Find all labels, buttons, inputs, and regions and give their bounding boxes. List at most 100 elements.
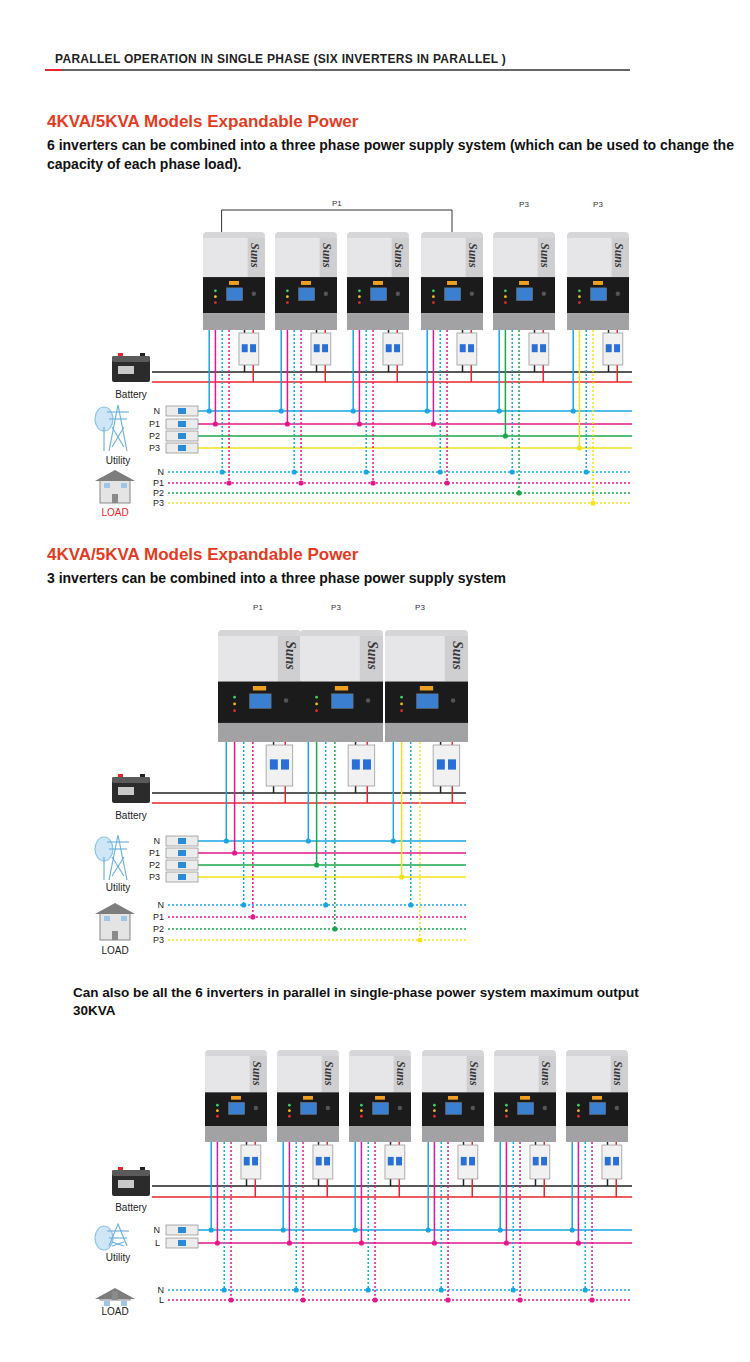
house-body (100, 479, 130, 503)
breaker-toggle (388, 1157, 394, 1166)
ac-input-wire (352, 330, 354, 411)
inverter-led (286, 295, 289, 298)
dc-wire (543, 1179, 545, 1197)
dc-breaker (529, 333, 549, 365)
junction-dot (517, 1297, 522, 1302)
bus-label: P1 (153, 478, 164, 488)
parallel-link (222, 210, 452, 232)
inverter-unit: Suns (300, 630, 383, 742)
dc-wire (440, 742, 442, 745)
inverter-unit: Suns (218, 630, 301, 742)
brand-logo: Suns (364, 641, 380, 670)
section-description: 6 inverters can be combined into a three… (47, 136, 737, 174)
inverter-base (385, 723, 468, 742)
inverter-screen (332, 694, 354, 709)
dc-wire (616, 330, 618, 333)
inverter-led (504, 301, 507, 304)
inverter-silver (347, 238, 409, 277)
pylon-brace (112, 1242, 124, 1246)
house-door (112, 931, 118, 940)
inverter-led (315, 703, 318, 706)
bus-label: L (155, 1238, 160, 1248)
inverter-logo (301, 281, 311, 285)
utility-breaker (166, 848, 198, 858)
junction-dot (215, 1240, 220, 1245)
inverter-unit: Suns (567, 232, 629, 330)
inverter-silver (205, 1056, 267, 1092)
inverter-button (470, 292, 474, 296)
dc-wire (318, 1179, 320, 1186)
load-bus (168, 482, 632, 484)
ac-output-wire (243, 742, 245, 905)
inverter-led (286, 289, 289, 292)
inverter-screen (518, 1102, 534, 1114)
dc-wire (367, 786, 369, 803)
breaker-toggle (394, 344, 400, 352)
dc-wire (543, 1142, 545, 1145)
utility-bus (198, 1242, 632, 1244)
pylon-arm (109, 848, 127, 849)
utility-bus (198, 876, 466, 878)
ac-output-wire (302, 1142, 304, 1300)
breaker-toggle (178, 421, 186, 427)
inverter-led (288, 1115, 291, 1118)
junction-dot (306, 838, 311, 843)
header-rule (45, 69, 630, 71)
junction-dot (444, 480, 449, 485)
ac-input-wire (287, 330, 289, 424)
dc-wire (535, 1179, 537, 1186)
inverter-side (539, 1056, 556, 1092)
battery-icon (112, 1167, 150, 1196)
ac-output-wire (228, 330, 230, 483)
ac-input-wire (308, 742, 310, 841)
load-house-icon (95, 1288, 135, 1306)
inverter-led (233, 696, 236, 699)
inverter-screen (591, 288, 607, 301)
house-door (112, 1291, 118, 1300)
inverter-button (324, 292, 328, 296)
inverter-screen (445, 288, 461, 301)
junction-dot (408, 902, 413, 907)
inverter-base (300, 723, 383, 742)
inverter-logo (447, 281, 457, 285)
ac-input-wire (434, 1142, 436, 1243)
junction-dot (281, 1227, 286, 1232)
ac-output-wire (519, 1142, 521, 1300)
ac-input-wire (498, 330, 500, 411)
inverter-led (358, 295, 361, 298)
breaker-toggle (363, 759, 371, 769)
inverter-led (578, 295, 581, 298)
inverter-silver (493, 238, 555, 277)
inverter-base (218, 723, 301, 742)
house-door (112, 494, 118, 503)
brand-logo: Suns (394, 1061, 408, 1086)
brand-logo: Suns (282, 641, 298, 670)
inverter-led (214, 295, 217, 298)
ac-output-wire (518, 330, 520, 493)
inverter-side (248, 238, 265, 277)
inverter-logo (592, 1096, 602, 1100)
battery-bus (152, 381, 632, 383)
breaker-toggle (244, 1157, 250, 1166)
breaker-toggle (461, 1157, 467, 1166)
dc-wire (616, 365, 618, 382)
inverter-led (214, 301, 217, 304)
dc-breaker (602, 1145, 622, 1179)
inverter-led (288, 1104, 291, 1107)
inverter-led (400, 703, 403, 706)
ac-input-wire (505, 330, 507, 436)
inverter-side (394, 1056, 411, 1092)
utility-icon (95, 405, 129, 451)
inverter-led (505, 1109, 508, 1112)
bus-label: P2 (149, 431, 160, 441)
junction-dot (285, 421, 290, 426)
inverter-base (347, 313, 409, 330)
dc-wire (273, 786, 275, 793)
inverter-led (432, 301, 435, 304)
inverter-panel (203, 277, 265, 313)
utility-breaker (166, 1238, 198, 1248)
junction-dot (366, 1287, 371, 1292)
inverter-led (315, 709, 318, 712)
inverter-silver (218, 636, 301, 682)
device-label: Battery (115, 389, 147, 400)
